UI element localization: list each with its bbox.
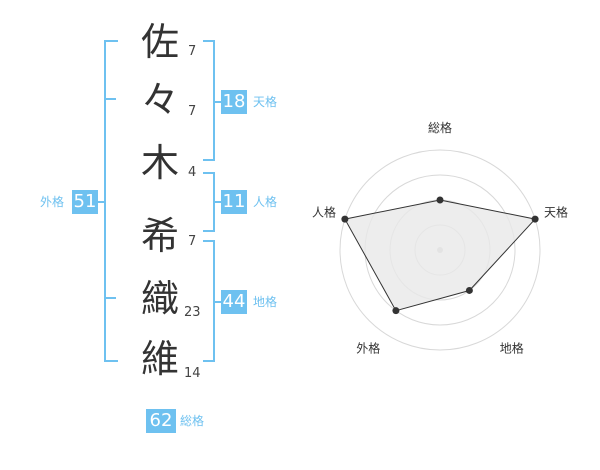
radar-ring-4 bbox=[339, 149, 541, 351]
tenkaku-bracket bbox=[203, 40, 215, 161]
chikaku-connector bbox=[213, 301, 221, 303]
chikaku-label: 地格 bbox=[253, 295, 278, 309]
name-char-3: 木 bbox=[140, 141, 179, 185]
radar-point-5 bbox=[341, 215, 349, 223]
chikaku-badge: 44 bbox=[221, 290, 247, 314]
jinkaku-label: 人格 bbox=[253, 195, 278, 209]
radar-point-3 bbox=[465, 286, 473, 294]
stroke-count-6: 14 bbox=[184, 366, 201, 381]
radar-axis-label-2: 天格 bbox=[544, 204, 568, 219]
radar-axis-label-5: 人格 bbox=[312, 204, 336, 219]
name-char-5: 織 bbox=[140, 277, 179, 321]
tenkaku-label: 天格 bbox=[253, 95, 278, 109]
stroke-count-3: 4 bbox=[188, 165, 197, 180]
stroke-count-1: 7 bbox=[188, 44, 197, 59]
radar-axis-label-4: 外格 bbox=[356, 341, 380, 356]
radar-axis-label-1: 総格 bbox=[428, 120, 452, 135]
jinkaku-connector bbox=[213, 201, 221, 203]
tenkaku-badge: 18 bbox=[221, 90, 247, 114]
radar-point-2 bbox=[531, 215, 539, 223]
soukaku-label: 総格 bbox=[180, 414, 205, 428]
gaikaku-connector bbox=[98, 201, 104, 203]
gaikaku-bracket-tick-2 bbox=[104, 297, 116, 299]
gaikaku-badge: 51 bbox=[72, 190, 98, 214]
name-char-4: 希 bbox=[140, 214, 179, 258]
radar-axis-label-3: 地格 bbox=[500, 341, 524, 356]
name-char-1: 佐 bbox=[140, 20, 179, 64]
name-char-2: 々 bbox=[140, 78, 179, 122]
radar-data-area bbox=[344, 199, 537, 312]
radar-point-4 bbox=[392, 307, 400, 315]
gaikaku-bracket bbox=[104, 40, 118, 362]
tenkaku-connector bbox=[213, 101, 221, 103]
name-char-6: 維 bbox=[140, 337, 179, 381]
stroke-count-2: 7 bbox=[188, 104, 197, 119]
stroke-count-4: 7 bbox=[188, 234, 197, 249]
jinkaku-badge: 11 bbox=[221, 190, 247, 214]
radar-point-1 bbox=[436, 196, 444, 204]
gaikaku-bracket-tick-1 bbox=[104, 98, 116, 100]
gaikaku-label: 外格 bbox=[40, 195, 65, 209]
stroke-count-5: 23 bbox=[184, 305, 201, 320]
soukaku-badge: 62 bbox=[146, 409, 176, 433]
radar-data-points bbox=[341, 196, 539, 315]
